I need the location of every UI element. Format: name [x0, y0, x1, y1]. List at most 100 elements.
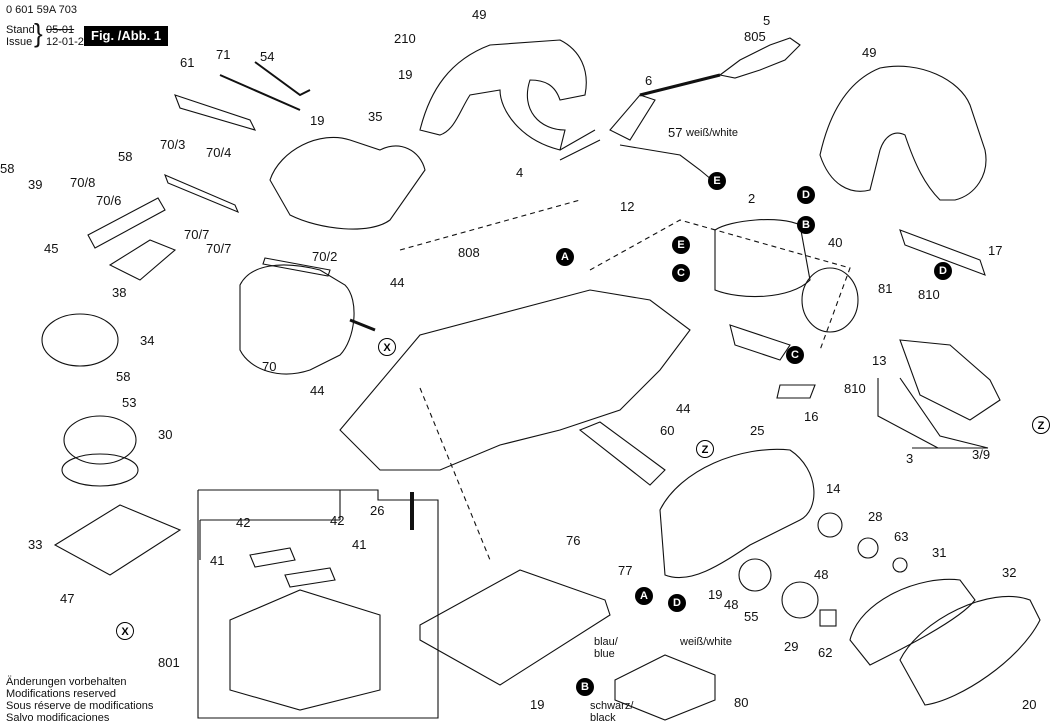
part-17: 17: [988, 243, 1003, 258]
upper-housing: [419, 39, 587, 151]
wire-note-white: weiß/white: [680, 636, 732, 648]
part-44-b: 44: [310, 383, 325, 398]
part-810-b: 810: [844, 381, 866, 396]
part-61: 61: [180, 55, 195, 70]
part-58-a: 58: [0, 161, 15, 176]
part-49-right: 49: [862, 45, 877, 60]
handle-housing: [819, 65, 987, 201]
subassembly-box: [197, 489, 439, 719]
part-60: 60: [660, 423, 675, 438]
part-805: 805: [744, 29, 766, 44]
part-31: 31: [932, 545, 947, 560]
part-33: 33: [28, 537, 43, 552]
connector-badge-d2: D: [934, 262, 952, 280]
part-19-b: 19: [310, 113, 325, 128]
issue-value: 12-01-23: [46, 36, 91, 48]
part-210: 210: [394, 31, 416, 46]
reference-badge-x1: X: [378, 338, 396, 356]
part-53: 53: [122, 395, 137, 410]
part-70-4: 70/4: [206, 145, 232, 160]
connector-badge-c1: C: [672, 264, 690, 282]
stand-label: Stand: [6, 24, 35, 36]
part-28: 28: [868, 509, 883, 524]
doc-number: 0 601 59A 703: [6, 4, 77, 16]
part-48-b: 48: [724, 597, 739, 612]
part-70-3: 70/3: [160, 137, 186, 152]
part-38: 38: [112, 285, 127, 300]
part-55: 55: [744, 609, 759, 624]
brace-stand: }: [34, 18, 43, 48]
part-41-a: 41: [210, 553, 225, 568]
footer-line-en: Modifications reserved: [6, 688, 117, 700]
part-14: 14: [826, 481, 841, 496]
part-20: 20: [1022, 697, 1037, 712]
issue-label: Issue: [6, 36, 33, 48]
part-54: 54: [260, 49, 275, 64]
part-47: 47: [60, 591, 75, 606]
part-80: 80: [734, 695, 749, 710]
figure-label: Fig. /Abb. 1: [84, 26, 169, 46]
connector-badge-e1: E: [708, 172, 726, 190]
part-62: 62: [818, 645, 833, 660]
part-34: 34: [140, 333, 155, 348]
part-42-b: 42: [330, 513, 345, 528]
footer-line-es: Salvo modificaciones: [6, 712, 110, 724]
part-70-7-a: 70/7: [184, 227, 210, 242]
stand-value: 05-01: [46, 24, 75, 36]
footer-line-de: Änderungen vorbehalten: [6, 676, 127, 688]
connector-badge-b2: B: [576, 678, 594, 696]
part-13: 13: [872, 353, 887, 368]
part-57: 57: [668, 125, 683, 140]
part-40: 40: [828, 235, 843, 250]
part-77: 77: [618, 563, 633, 578]
part-6: 6: [645, 73, 653, 88]
part-39: 39: [28, 177, 43, 192]
part-4: 4: [516, 165, 524, 180]
part-25: 25: [750, 423, 765, 438]
wire-note-57: weiß/white: [686, 127, 738, 139]
part-35: 35: [368, 109, 383, 124]
wire-note-blue: blau/ blue: [594, 636, 618, 660]
part-41-b: 41: [352, 537, 367, 552]
connector-badge-d3: D: [668, 594, 686, 612]
part-19-d: 19: [530, 697, 545, 712]
part-70-8: 70/8: [70, 175, 96, 190]
wire-note-black: schwarz/ black: [590, 700, 634, 724]
part-3-9: 3/9: [972, 447, 991, 462]
part-29: 29: [784, 639, 799, 654]
connector-badge-c2: C: [786, 346, 804, 364]
part-63: 63: [894, 529, 909, 544]
footer-line-fr: Sous réserve de modifications: [6, 700, 154, 712]
part-45: 45: [44, 241, 59, 256]
part-44-c: 44: [676, 401, 691, 416]
reference-badge-x2: X: [116, 622, 134, 640]
reference-badge-z2: Z: [696, 440, 714, 458]
part-44-a: 44: [390, 275, 405, 290]
reference-badge-z1: Z: [1032, 416, 1050, 434]
motor: [239, 264, 355, 375]
part-70-7-b: 70/7: [206, 241, 232, 256]
connector-badge-d1: D: [797, 186, 815, 204]
main-housing: [339, 289, 691, 471]
part-3: 3: [906, 451, 914, 466]
connector-badge-e2: E: [672, 236, 690, 254]
part-48-a: 48: [814, 567, 829, 582]
part-76: 76: [566, 533, 581, 548]
part-19-a: 19: [398, 67, 413, 82]
part-12: 12: [620, 199, 635, 214]
part-16: 16: [804, 409, 819, 424]
part-70-2: 70/2: [312, 249, 338, 264]
part-81: 81: [878, 281, 893, 296]
part-42-a: 42: [236, 515, 251, 530]
motor-cover: [269, 136, 426, 230]
connector-badge-b1: B: [797, 216, 815, 234]
part-5: 5: [763, 13, 771, 28]
part-2: 2: [748, 191, 756, 206]
part-19-c: 19: [708, 587, 723, 602]
part-30: 30: [158, 427, 173, 442]
connector-badge-a1: A: [556, 248, 574, 266]
connector-badge-a2: A: [635, 587, 653, 605]
part-32: 32: [1002, 565, 1017, 580]
part-58-c: 58: [116, 369, 131, 384]
